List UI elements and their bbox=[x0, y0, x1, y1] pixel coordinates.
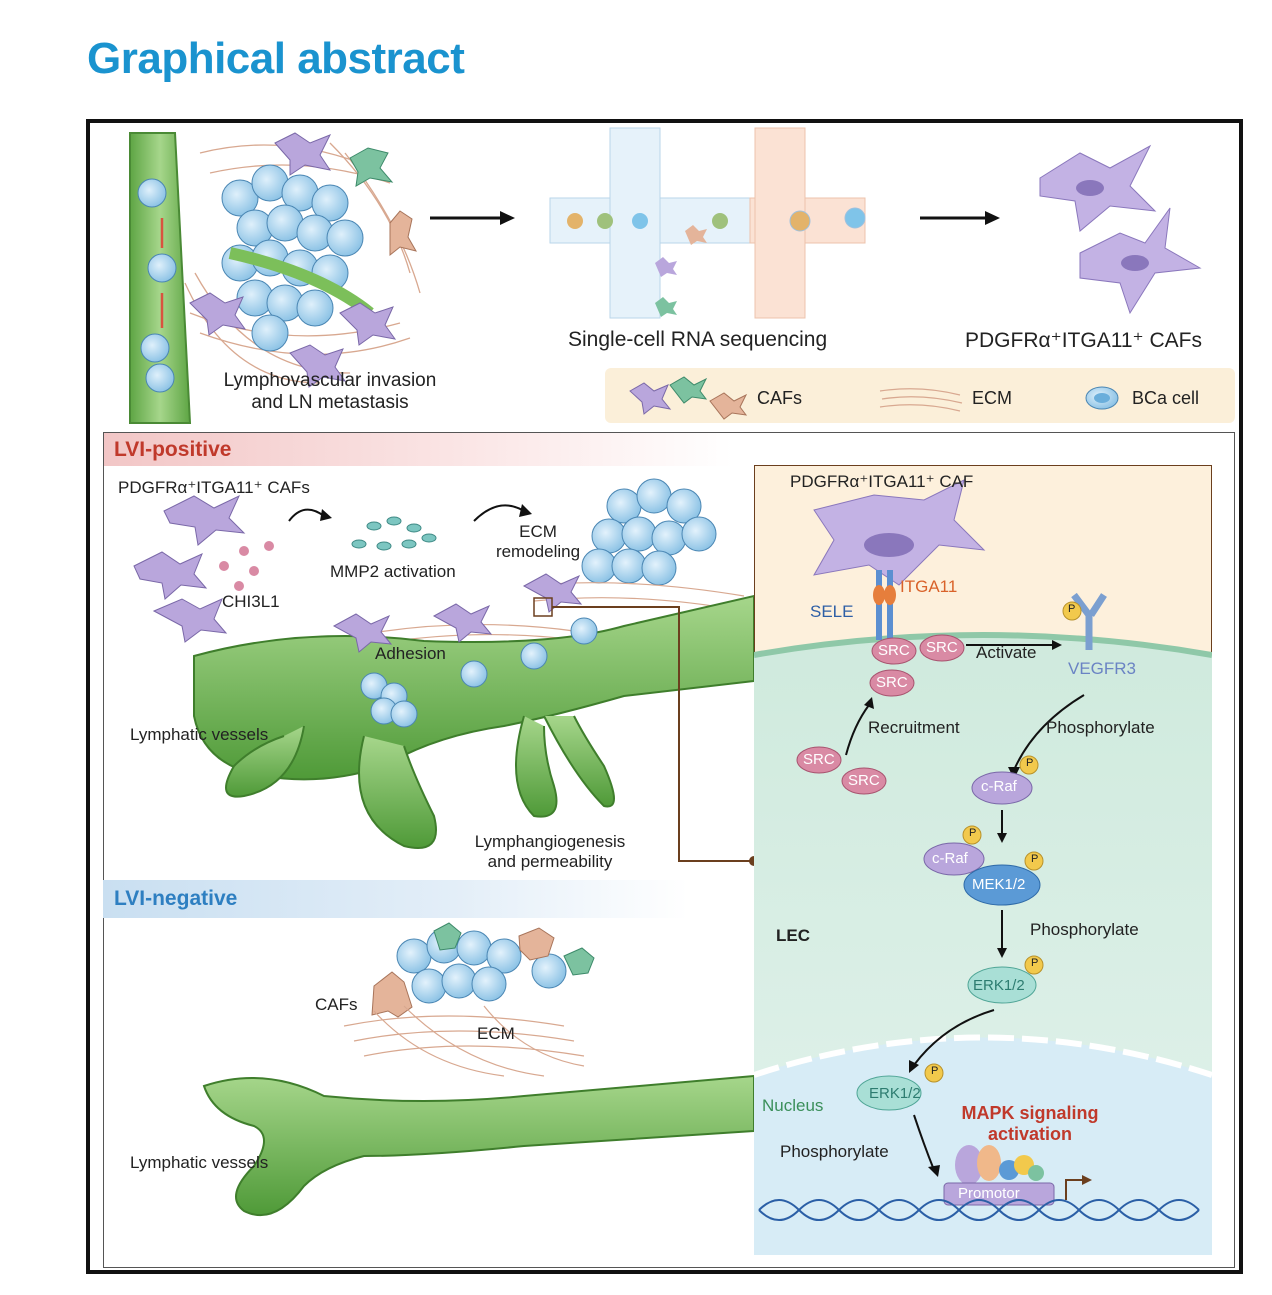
ecm-line2: remodeling bbox=[495, 542, 581, 561]
cells-in-vessel bbox=[360, 617, 598, 728]
arrow-2 bbox=[920, 211, 1000, 225]
erk-1: ERK1/2 bbox=[973, 977, 1025, 994]
src-4: SRC bbox=[803, 751, 835, 768]
mmp2-label: MMP2 activation bbox=[330, 562, 456, 581]
p-mek: P bbox=[1031, 853, 1039, 865]
mapk-label: MAPK signaling activation bbox=[945, 1103, 1115, 1145]
chi3l1-label: CHI3L1 bbox=[222, 592, 280, 611]
bca-cluster-neg bbox=[396, 928, 567, 1004]
pdgfra-cafs bbox=[133, 494, 246, 643]
phosphorylate-label-2: Phosphorylate bbox=[1030, 920, 1139, 939]
caf-subtype-cells bbox=[1039, 144, 1202, 315]
legend-cafs: CAFs bbox=[757, 388, 802, 408]
bca-cluster-lvi bbox=[581, 478, 717, 586]
p-craf-2: P bbox=[969, 827, 977, 839]
lymphangio-label: Lymphangiogenesis and permeability bbox=[455, 832, 645, 872]
scrnaseq-label: Single-cell RNA sequencing bbox=[568, 328, 828, 351]
adhesion-cafs bbox=[332, 573, 583, 653]
src-3: SRC bbox=[876, 674, 908, 691]
lvi-neg-ecm-label: ECM bbox=[477, 1024, 515, 1043]
p-vegfr3: P bbox=[1068, 603, 1076, 615]
arrow-1 bbox=[430, 211, 515, 225]
lymphatic-vessel-neg bbox=[202, 1074, 754, 1216]
ecm-remodeling-label: ECM remodeling bbox=[478, 522, 598, 562]
connector-line bbox=[552, 606, 754, 862]
bca-cluster-top bbox=[221, 164, 364, 352]
microfluidics bbox=[549, 127, 866, 319]
src-2: SRC bbox=[926, 639, 958, 656]
nucleus-label: Nucleus bbox=[762, 1096, 824, 1115]
circulating-cells bbox=[137, 178, 177, 393]
lvi-illustration bbox=[133, 478, 754, 1216]
cafs-top bbox=[189, 132, 418, 388]
mek-label: MEK1/2 bbox=[972, 876, 1026, 893]
sele-label: SELE bbox=[810, 602, 854, 621]
recruitment-label: Recruitment bbox=[868, 718, 960, 737]
lec-label: LEC bbox=[776, 926, 810, 945]
legend-bca: BCa cell bbox=[1132, 388, 1200, 408]
src-1: SRC bbox=[878, 642, 910, 659]
craf-2: c-Raf bbox=[932, 850, 968, 867]
craf-1: c-Raf bbox=[981, 778, 1017, 795]
top-illustration bbox=[129, 127, 1235, 424]
lower-panel bbox=[103, 432, 1235, 1268]
vegfr3-label: VEGFR3 bbox=[1068, 659, 1137, 678]
mapk-line1: MAPK signaling bbox=[961, 1103, 1099, 1123]
page-title: Graphical abstract bbox=[87, 34, 465, 83]
ecm-neg bbox=[343, 1005, 585, 1077]
invasion-line1: Lymphovascular invasion bbox=[223, 370, 437, 391]
p-erk-1: P bbox=[1031, 957, 1039, 969]
p-craf-1: P bbox=[1026, 757, 1034, 769]
lymphatic-vessel-lvi bbox=[193, 594, 754, 849]
ecm-line1: ECM bbox=[519, 522, 557, 541]
invasion-label: Lymphovascular invasion and LN metastasi… bbox=[180, 370, 480, 414]
lymphatic-label-neg: Lymphatic vessels bbox=[130, 1153, 269, 1172]
activate-label: Activate bbox=[976, 643, 1037, 662]
lymphatic-label-pos: Lymphatic vessels bbox=[130, 725, 269, 744]
lvi-negative-header-bar bbox=[103, 880, 688, 918]
lvi-positive-header-bar bbox=[103, 432, 733, 466]
p-erk-2: P bbox=[931, 1065, 939, 1077]
adhesion-label: Adhesion bbox=[375, 644, 446, 663]
caf-subtype-label: PDGFRα⁺ITGA11⁺ CAFs bbox=[965, 329, 1202, 352]
mmp2-molecules bbox=[351, 516, 437, 551]
mapk-line2: activation bbox=[987, 1124, 1073, 1144]
phosphorylate-label-1: Phosphorylate bbox=[1046, 718, 1155, 737]
itga11-label: ITGA11 bbox=[900, 577, 958, 596]
lymphangio-line2: and permeability bbox=[487, 852, 613, 871]
invasion-line2: and LN metastasis bbox=[251, 392, 409, 413]
pathway-caf-label: PDGFRα⁺ITGA11⁺ CAF bbox=[790, 472, 974, 491]
pathway-panel bbox=[754, 465, 1212, 1255]
lvi-negative-header: LVI-negative bbox=[114, 887, 238, 910]
legend-ecm: ECM bbox=[972, 388, 1012, 408]
phosphorylate-label-3: Phosphorylate bbox=[780, 1142, 889, 1161]
promotor-label: Promotor bbox=[958, 1185, 1020, 1202]
erk-2: ERK1/2 bbox=[869, 1085, 921, 1102]
src-5: SRC bbox=[848, 772, 880, 789]
lvi-pos-cafs-label: PDGFRα⁺ITGA11⁺ CAFs bbox=[118, 478, 310, 497]
lvi-neg-cafs-label: CAFs bbox=[315, 995, 358, 1014]
chi3l1-molecules bbox=[219, 541, 274, 591]
legend-box bbox=[605, 368, 1235, 423]
lymphangio-line1: Lymphangiogenesis bbox=[474, 832, 626, 851]
lvi-positive-header: LVI-positive bbox=[114, 438, 232, 461]
cafs-neg bbox=[371, 922, 595, 1018]
